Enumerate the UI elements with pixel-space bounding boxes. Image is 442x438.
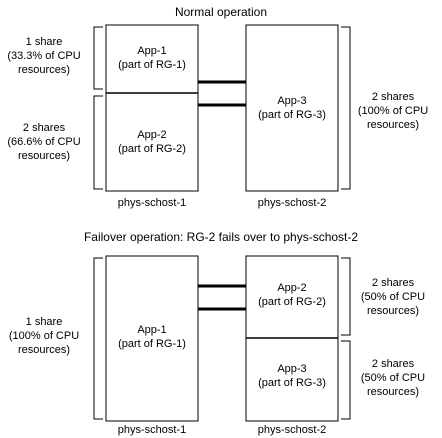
failover-app2-name: App-2 [277,282,306,294]
normal-share-top-line1: 1 share [26,36,63,48]
normal-share-top-bracket [93,26,103,90]
normal-share-top-line3: resources) [18,64,70,76]
failover-share-top-line2: (50% of CPU [361,291,425,303]
normal-share-right-bracket [341,26,351,190]
failover-app2-group: (part of RG-2) [258,296,326,308]
normal-share-right-line3: resources) [367,119,419,131]
failover-share-top-line3: resources) [367,305,419,317]
failover-operation-title: Failover operation: RG-2 fails over to p… [84,230,358,244]
normal-share-top-line2: (33.3% of CPU [7,50,80,62]
failover-node1-box [105,255,199,422]
normal-node1-label: phys-schost-1 [118,197,186,209]
failover-share-bottom-line3: resources) [367,386,419,398]
normal-node2-label: phys-schost-2 [258,197,326,209]
failover-node2-label: phys-schost-2 [258,424,326,436]
failover-app3-name: App-3 [277,363,306,375]
normal-node2-box [245,24,339,192]
normal-app3-group: (part of RG-3) [258,109,326,121]
failover-share-left-bracket [93,257,103,420]
failover-share-bottom-line1: 2 shares [372,358,415,370]
normal-node1-box [105,24,199,192]
normal-share-bottom-line1: 2 shares [23,122,66,134]
failover-share-bottom-line2: (50% of CPU [361,372,425,384]
failover-share-top-line1: 2 shares [372,277,415,289]
normal-app2-name: App-2 [137,129,166,141]
failover-app3-group: (part of RG-3) [258,377,326,389]
normal-app2-group: (part of RG-2) [118,143,186,155]
normal-app1-name: App-1 [137,45,166,57]
normal-share-right-line1: 2 shares [372,91,415,103]
normal-app3-name: App-3 [277,95,306,107]
normal-share-right-line2: (100% of CPU [358,105,428,117]
normal-app1-group: (part of RG-1) [118,59,186,71]
failover-share-bottom-bracket [341,340,351,420]
normal-operation-title: Normal operation [175,5,267,19]
normal-share-bottom-bracket [93,95,103,190]
failover-share-top-bracket [341,257,351,336]
failover-share-left-line2: (100% of CPU [9,330,79,342]
failover-app1-name: App-1 [137,324,166,336]
failover-share-left-line3: resources) [18,344,70,356]
normal-share-bottom-line3: resources) [18,150,70,162]
normal-share-bottom-line2: (66.6% of CPU [7,136,80,148]
failover-share-left-line1: 1 share [26,316,63,328]
failover-node1-label: phys-schost-1 [118,424,186,436]
failover-app1-group: (part of RG-1) [118,338,186,350]
